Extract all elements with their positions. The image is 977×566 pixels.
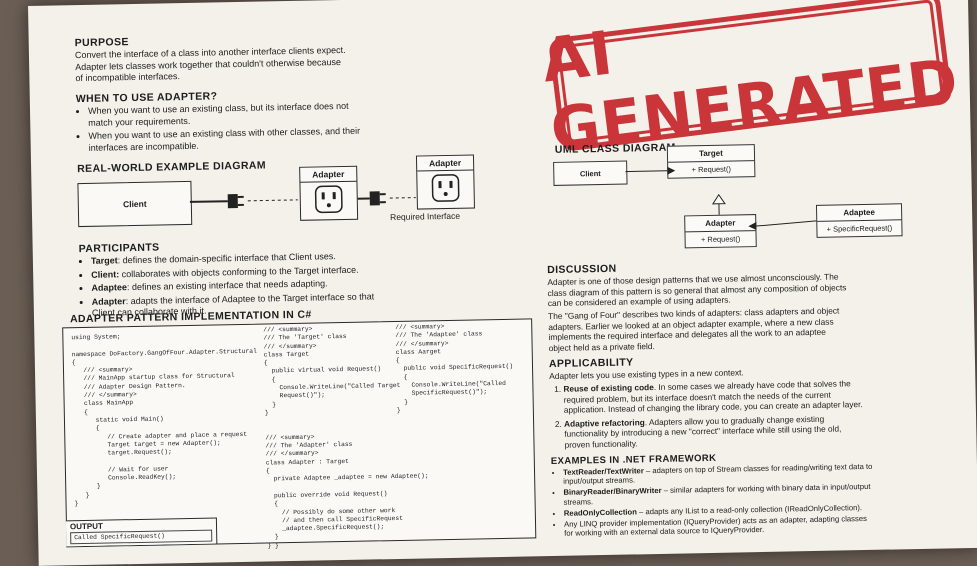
- list-item: When you want to use an existing class, …: [88, 101, 363, 129]
- list-item: Any LINQ provider implementation (IQuery…: [564, 514, 874, 538]
- adapter-label: Adapter: [300, 167, 356, 183]
- output-value: Called SpecificRequest(): [70, 530, 212, 545]
- purpose-heading: PURPOSE: [75, 36, 129, 49]
- uml-connectors: [625, 151, 826, 235]
- required-interface-caption: Required Interface: [390, 211, 460, 222]
- code-panel: using System; namespace DoFactory.GangOf…: [62, 318, 536, 547]
- list-item: When you want to use an existing class w…: [88, 126, 363, 154]
- plug-icon: [370, 191, 380, 205]
- discussion-heading: DISCUSSION: [547, 263, 617, 276]
- uml-adapter-method: + Request(): [685, 231, 755, 247]
- purpose-text: Convert the interface of a class into an…: [75, 44, 406, 85]
- uml-client-box: Client: [553, 161, 627, 186]
- adapter-box: Adapter: [299, 166, 358, 221]
- adaptee-box: Adapter: [416, 154, 475, 209]
- client-box: Client: [77, 181, 192, 227]
- applicability-heading: APPLICABILITY: [549, 356, 634, 370]
- discussion-p1: Adapter is one of those design patterns …: [547, 271, 848, 308]
- discussion-p2: The "Gang of Four" describes two kinds o…: [548, 305, 849, 353]
- code-column-1: using System; namespace DoFactory.GangOf…: [71, 331, 259, 509]
- uml-adaptee-method: + SpecificRequest(): [817, 220, 901, 237]
- realworld-heading: REAL-WORLD EXAMPLE DIAGRAM: [77, 159, 266, 175]
- plug-icon: [228, 194, 238, 208]
- outlet-icon: [417, 170, 474, 205]
- when-list: When you want to use an existing class, …: [76, 101, 364, 157]
- examples-list: TextReader/TextWriter – adapters on top …: [551, 462, 874, 541]
- participants-heading: PARTICIPANTS: [79, 242, 160, 256]
- uml-adaptee-box: Adaptee + SpecificRequest(): [816, 203, 903, 238]
- client-label: Client: [123, 199, 147, 209]
- list-item: Reuse of existing code. In some cases we…: [563, 378, 864, 415]
- outlet-icon: [300, 182, 357, 217]
- uml-adaptee-label: Adaptee: [817, 204, 901, 222]
- applicability-list: Reuse of existing code. In some cases we…: [549, 378, 864, 453]
- uml-client-label: Client: [580, 169, 601, 178]
- adaptee-label: Adapter: [417, 155, 473, 171]
- list-item: Adaptive refactoring. Adapters allow you…: [564, 413, 865, 450]
- code-column-3: /// <summary> /// The 'Adaptee' class //…: [395, 322, 514, 415]
- output-panel: OUTPUT Called SpecificRequest(): [66, 517, 217, 546]
- ai-generated-stamp: AI GENERATED: [548, 0, 953, 152]
- document-sheet: PURPOSE Convert the interface of a class…: [28, 0, 977, 566]
